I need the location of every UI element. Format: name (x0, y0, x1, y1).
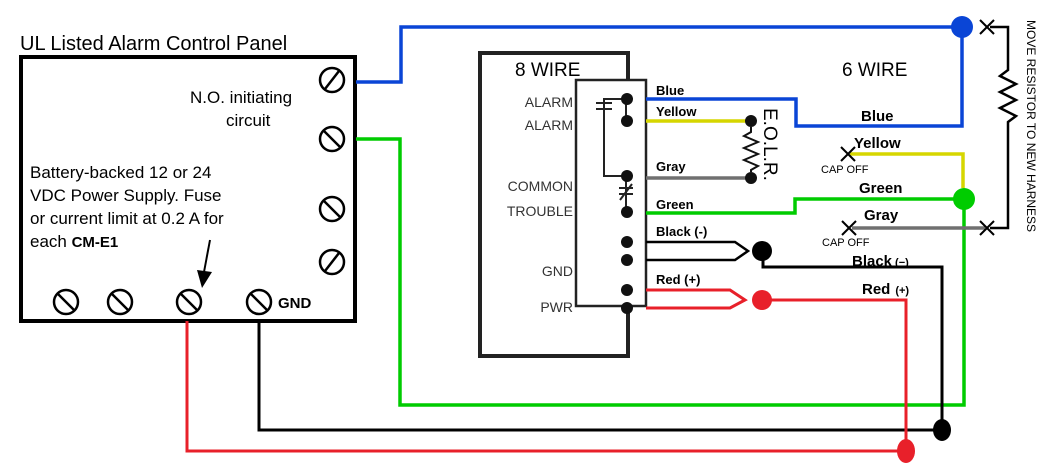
terminal-screw-icon (52, 288, 80, 316)
six-wire-blue: Blue (861, 108, 894, 125)
six-wire-red-sign: (+) (895, 285, 909, 297)
terminal-screw-icon (245, 288, 273, 316)
no-circuit-label-2: circuit (226, 111, 271, 130)
terminal-screw-icon (106, 288, 134, 316)
six-wire-black: Black(−) (852, 253, 909, 270)
black-wire-six (761, 251, 944, 430)
blue-wire-device (646, 27, 964, 128)
arrow-shaft (203, 239, 211, 273)
cap-off-label-gray: CAP OFF (822, 237, 870, 249)
terminal-screw-icon (175, 288, 203, 316)
power-note-2: VDC Power Supply. Fuse (30, 186, 221, 205)
label-gnd: GND (542, 263, 573, 279)
six-wire-black-sign: (−) (895, 257, 909, 269)
black-splice (752, 241, 772, 261)
red-wire-six (762, 298, 908, 450)
terminal-screw-icon (318, 66, 346, 94)
red-splice-bottom (897, 439, 915, 463)
cap-off-x-icon (840, 146, 856, 162)
cap-off-label-yellow: CAP OFF (821, 164, 869, 176)
move-resistor-note: MOVE RESISTOR TO NEW HARNESS (1024, 20, 1038, 232)
eight-wire-outer-box (478, 51, 630, 358)
six-wire-green: Green (859, 180, 902, 197)
power-note-model: CM-E1 (72, 234, 119, 251)
label-alarm-2: ALARM (525, 117, 573, 133)
eolr-terminal (745, 172, 757, 184)
power-note-4: each CM-E1 (30, 232, 118, 251)
arrow-head-icon (197, 270, 212, 288)
label-pwr: PWR (540, 299, 573, 315)
blue-wire-panel (356, 25, 962, 84)
black-wire-device (646, 240, 751, 262)
panel-title: UL Listed Alarm Control Panel (20, 33, 287, 55)
internal-relay-contacts (596, 98, 633, 207)
terminal-screws-bottom (52, 288, 273, 316)
red-wire-panel (185, 321, 906, 453)
eolr-resistor-icon (741, 127, 761, 172)
label-alarm-1: ALARM (525, 94, 573, 110)
eight-wire-terminal-block (574, 78, 648, 308)
wire-label-blue: Blue (656, 83, 684, 98)
blue-splice (951, 16, 973, 38)
terminal-screw-icon (318, 195, 346, 223)
terminal-screw-icon (318, 248, 346, 276)
wire-label-yellow: Yellow (656, 104, 697, 119)
cut-x-icon (979, 220, 995, 236)
eight-wire-title: 8 WIRE (515, 60, 580, 81)
six-wire-black-label: Black (852, 253, 893, 270)
green-wire-panel (356, 137, 966, 407)
six-wire-yellow: Yellow (854, 135, 901, 152)
six-wire-red: Red (+) (862, 281, 909, 298)
label-common: COMMON (508, 178, 573, 194)
gnd-terminal-label: GND (278, 295, 312, 312)
six-wire-gray: Gray (864, 207, 899, 224)
moved-resistor-icon (990, 25, 1019, 230)
green-splice (953, 188, 975, 210)
terminal-dots (621, 93, 633, 314)
terminal-screw-icon (318, 125, 346, 153)
red-wire-device (646, 288, 748, 310)
label-trouble: TROUBLE (507, 203, 573, 219)
wire-label-black: Black (-) (656, 224, 707, 239)
power-note-1: Battery-backed 12 or 24 (30, 163, 211, 182)
green-wire-device (646, 197, 964, 215)
power-note-3: or current limit at 0.2 A for (30, 209, 224, 228)
black-wire-panel (257, 321, 942, 432)
eolr-terminal (745, 115, 757, 127)
no-circuit-label-1: N.O. initiating (190, 88, 292, 107)
wire-label-green: Green (656, 197, 694, 212)
cut-x-icon (979, 19, 995, 35)
wire-label-gray: Gray (656, 159, 686, 174)
six-wire-red-label: Red (862, 281, 890, 298)
terminal-screws-right (318, 66, 346, 276)
six-wire-title: 6 WIRE (842, 60, 907, 81)
red-splice (752, 290, 772, 310)
wire-label-red: Red (+) (656, 272, 700, 287)
power-note-each: each (30, 232, 72, 251)
yellow-wire-6 (850, 152, 965, 188)
eolr-label: E.O.L.R. (759, 108, 780, 181)
black-splice-bottom (933, 419, 951, 441)
cap-off-x-icon (841, 220, 857, 236)
